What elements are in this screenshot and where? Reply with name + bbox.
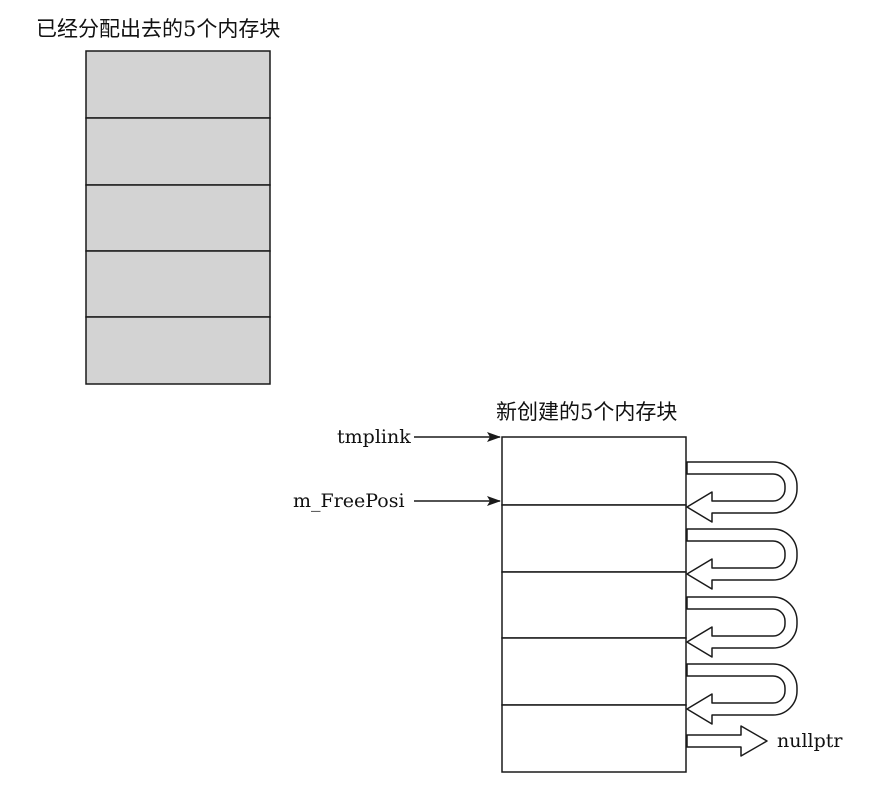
next-link-arrow: [686, 663, 798, 725]
allocated-block: [85, 250, 271, 318]
tmplink-label: tmplink: [337, 426, 411, 448]
new-block-stack: [501, 436, 687, 773]
new-blocks-title: 新创建的5个内存块: [496, 400, 677, 424]
allocated-block: [85, 184, 271, 252]
new-block: [501, 704, 687, 773]
allocated-block: [85, 117, 271, 186]
allocated-block: [85, 50, 271, 119]
next-link-arrow: [686, 596, 798, 658]
allocated-blocks-title: 已经分配出去的5个内存块: [36, 17, 280, 41]
allocated-block-stack: [85, 50, 271, 385]
new-block: [501, 571, 687, 639]
free-posi-label: m_FreePosi: [293, 490, 405, 512]
new-block: [501, 504, 687, 573]
nullptr-label: nullptr: [777, 730, 843, 752]
next-link-arrows: [686, 461, 798, 757]
nullptr-arrow: [686, 725, 768, 757]
new-block: [501, 436, 687, 506]
next-link-arrow: [686, 461, 798, 523]
next-link-arrow: [686, 528, 798, 590]
allocated-block: [85, 316, 271, 385]
new-block: [501, 637, 687, 706]
